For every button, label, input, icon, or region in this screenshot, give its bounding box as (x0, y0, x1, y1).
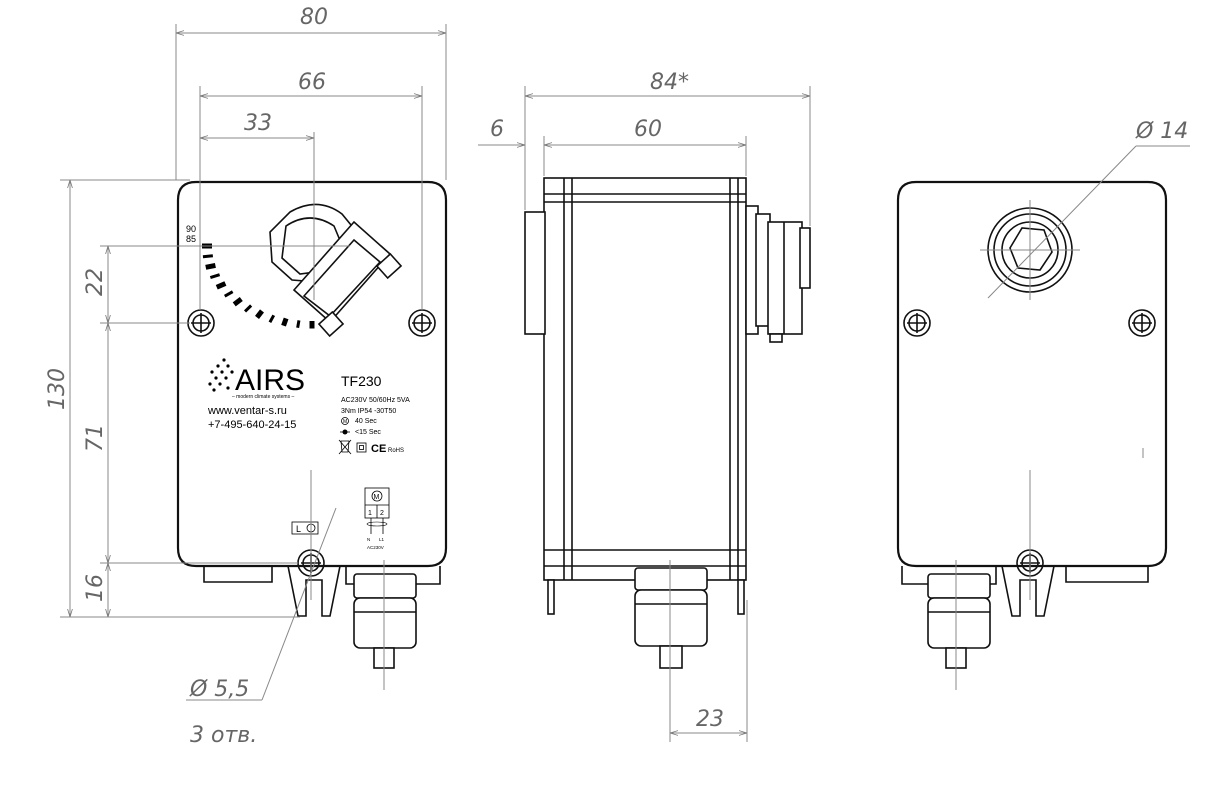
dimension-lines: 80 66 33 130 22 71 16 Ø 5,5 3 отв. 84* (45, 5, 1190, 748)
dim-depth-84: 84* (650, 70, 689, 95)
front-foot-left (203, 566, 273, 583)
double-insulation-icon (356, 442, 367, 453)
dim-width-80: 80 (300, 5, 328, 30)
logo-dot (226, 386, 230, 390)
scale-tick (223, 290, 234, 298)
side-view (524, 177, 811, 690)
weee-icon (338, 439, 352, 455)
dim-depth-60: 60 (634, 117, 662, 142)
logo-dot (218, 382, 222, 386)
ce-mark: CE (371, 443, 386, 455)
dim-height-71: 71 (83, 424, 108, 452)
logo-dot (210, 370, 214, 374)
front-bottom-clip (287, 565, 341, 617)
scale-tick (268, 314, 276, 323)
dim-height-22: 22 (83, 268, 108, 296)
logo-dot (216, 364, 220, 368)
ground-letter: L (296, 524, 301, 534)
rear-view (896, 180, 1168, 690)
motor-icon-letter: M (343, 419, 347, 425)
logo-dot (222, 358, 226, 362)
side-body (543, 177, 747, 581)
side-foot-right (737, 579, 745, 615)
front-body-outline (176, 180, 448, 568)
wiring-diagram: M 1 2 N L1 AC230V (364, 487, 390, 550)
wire-l1: L1 (379, 537, 385, 542)
dim-height-16: 16 (83, 574, 108, 602)
side-cable-gland (634, 560, 708, 690)
scale-tick (281, 317, 289, 327)
scale-tick (209, 273, 221, 280)
brand-name: AIRS (235, 364, 305, 397)
wiring-voltage: AC230V (367, 545, 384, 550)
front-cable-gland (353, 560, 417, 690)
dim-height-130: 130 (45, 368, 70, 410)
dim-hole-diameter: Ø 5,5 (189, 677, 249, 702)
spring-return-time: <15 Sec (355, 429, 381, 436)
dim-hole-count: 3 отв. (190, 723, 257, 748)
scale-tick (205, 262, 216, 270)
side-foot-left (547, 579, 555, 615)
dim-shaft-diameter: Ø 14 (1135, 119, 1188, 144)
logo-dot (220, 370, 224, 374)
scale-85-label: 85 (186, 234, 196, 244)
side-left-boss (524, 211, 546, 335)
terminal-1: 1 (368, 510, 372, 517)
motor-icon: M (341, 417, 349, 425)
rear-hole-left (903, 309, 931, 337)
logo-dot (214, 376, 218, 380)
front-hole-right (408, 309, 436, 337)
scale-tick (215, 281, 227, 290)
side-shaft-clamp (745, 205, 811, 343)
scale-tick (255, 309, 264, 319)
wiring-motor-letter: M (374, 494, 380, 501)
brand-tagline: – modern climate systems – (232, 394, 294, 400)
rear-hole-right (1128, 309, 1156, 337)
rear-body-outline (896, 180, 1168, 568)
website-text: www.ventar-s.ru (207, 405, 287, 417)
dim-width-66: 66 (298, 70, 326, 95)
rear-cable-gland (927, 560, 991, 690)
model-name: TF230 (341, 373, 382, 389)
ground-label: L (291, 521, 319, 535)
front-hole-left (187, 309, 215, 337)
front-view: 90 85 AIRS – modern climate systems – ww… (176, 132, 448, 690)
logo-dot (226, 364, 230, 368)
logo-dot (230, 370, 234, 374)
motor-run-time: 40 Sec (355, 418, 377, 425)
rear-foot-right (1065, 566, 1149, 583)
rear-bottom-clip (1001, 565, 1055, 617)
spring-icon (340, 429, 350, 435)
front-shaft-clamp (236, 132, 403, 338)
scale-tick (296, 320, 301, 329)
logo-dot (224, 376, 228, 380)
dim-depth-6: 6 (490, 117, 504, 142)
terminal-2: 2 (380, 510, 384, 517)
spec-torque: 3Nm IP54 -30T50 (341, 408, 396, 415)
dim-gland-23: 23 (696, 707, 724, 732)
rear-shaft-hub (980, 200, 1080, 300)
rohs-mark: RoHS (388, 448, 404, 454)
scale-tick (243, 304, 253, 313)
brand-logo: AIRS – modern climate systems – (208, 358, 305, 400)
scale-tick (232, 297, 243, 307)
logo-dot (212, 388, 216, 392)
dim-width-33: 33 (244, 111, 272, 136)
wire-n: N (367, 537, 370, 542)
logo-dot (208, 382, 212, 386)
scale-tick (202, 254, 214, 259)
spec-power: AC230V 50/60Hz 5VA (341, 397, 410, 404)
scale-90-label: 90 (186, 224, 196, 234)
phone-text: +7-495-640-24-15 (208, 419, 296, 431)
